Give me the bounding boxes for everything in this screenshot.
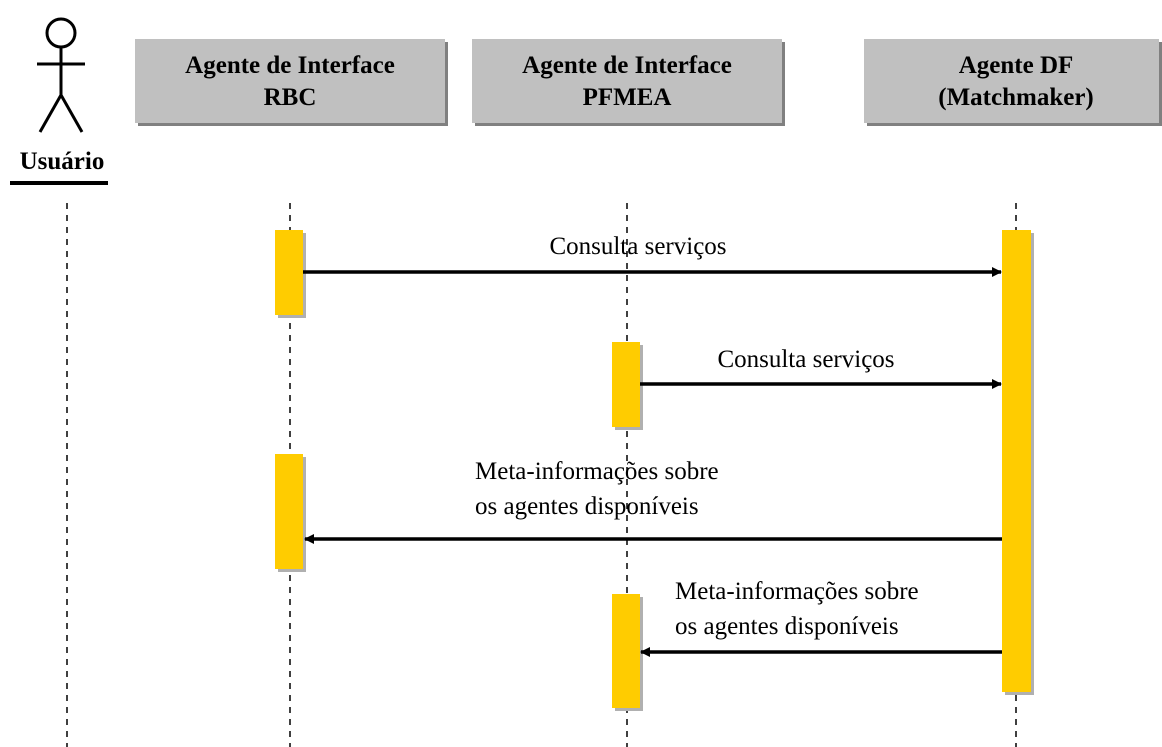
participant-subtitle: (Matchmaker) (938, 84, 1094, 111)
actor-left-leg (38, 94, 63, 133)
activation-rbc-2 (275, 454, 306, 572)
message-label-line2: os agentes disponíveis (475, 493, 699, 520)
participant-df: Agente DF (Matchmaker) (864, 39, 1162, 126)
message-3: Meta-informações sobre os agentes dispon… (304, 458, 1002, 544)
actor-right-leg (59, 94, 84, 133)
participant-rbc: Agente de Interface RBC (135, 39, 448, 126)
message-4: Meta-informações sobre os agentes dispon… (640, 578, 1002, 657)
participant-pfmea: Agente de Interface PFMEA (472, 39, 785, 126)
message-label-line1: Meta-informações sobre (675, 578, 919, 605)
actor-head (45, 17, 77, 49)
participant-subtitle: PFMEA (583, 84, 672, 111)
participant-subtitle: RBC (264, 84, 317, 111)
activation-pfmea-2 (612, 594, 643, 711)
message-label-line1: Meta-informações sobre (475, 458, 719, 485)
message-2: Consulta serviços (640, 346, 1002, 389)
participant-box (864, 39, 1159, 123)
activation-df (1002, 230, 1034, 695)
actor-label: Usuário (20, 148, 105, 175)
participant-title: Agente de Interface (522, 52, 732, 79)
participant-box (135, 39, 445, 123)
message-1: Consulta serviços (303, 233, 1002, 277)
activation-rbc-1 (275, 230, 306, 318)
participant-box (472, 39, 782, 123)
message-label: Consulta serviços (717, 346, 894, 373)
actor-usuario: Usuário (10, 17, 108, 185)
message-label-line2: os agentes disponíveis (675, 613, 899, 640)
participant-title: Agente DF (959, 52, 1074, 79)
participant-title: Agente de Interface (185, 52, 395, 79)
activation-pfmea-1 (612, 342, 643, 430)
message-label: Consulta serviços (549, 233, 726, 260)
